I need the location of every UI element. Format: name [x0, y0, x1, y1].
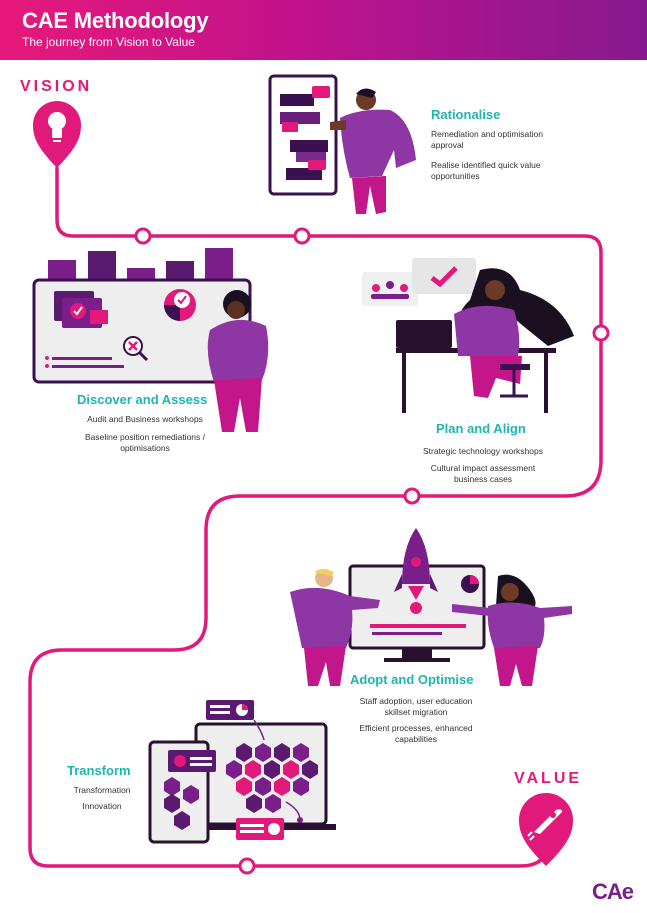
stage-title-adopt: Adopt and Optimise	[350, 672, 474, 687]
stage-title-discover: Discover and Assess	[77, 392, 208, 407]
stage-text-rationalise-1: Remediation and optimisation approval	[431, 129, 543, 150]
adopt-illustration	[290, 528, 572, 686]
stage-title-plan: Plan and Align	[436, 421, 526, 436]
journey-path	[28, 166, 603, 868]
path-node	[592, 324, 610, 342]
discover-illustration	[32, 248, 269, 432]
page-title: CAE Methodology	[22, 8, 209, 33]
plan-illustration	[362, 258, 574, 413]
stage-text-plan-2: Cultural impact assessment business case…	[430, 463, 536, 484]
stage-text-transform-2: Innovation	[82, 801, 122, 811]
transform-illustration	[148, 700, 336, 844]
stage-text-adopt-2: Efficient processes, enhanced capabiliti…	[359, 723, 473, 744]
rocket-icon	[519, 793, 573, 866]
rationalise-illustration	[268, 74, 416, 214]
stage-text-adopt-1: Staff adoption, user education skillset …	[359, 696, 473, 717]
lightbulb-icon	[33, 101, 81, 168]
stage-text-rationalise-2: Realise identified quick value opportuni…	[431, 160, 541, 181]
stage-title-rationalise: Rationalise	[431, 107, 501, 122]
path-node	[238, 857, 256, 875]
stage-title-transform: Transform	[67, 763, 131, 778]
header-banner: CAE Methodology The journey from Vision …	[0, 0, 647, 60]
path-node	[403, 487, 421, 505]
value-label: VALUE	[514, 770, 583, 787]
stage-text-plan-1: Strategic technology workshops	[422, 446, 543, 456]
stage-text-transform-1: Transformation	[73, 785, 131, 795]
path-node	[293, 227, 311, 245]
vision-label: VISION	[20, 78, 93, 95]
page-subtitle: The journey from Vision to Value	[22, 35, 195, 49]
stage-text-discover-2: Baseline position remediations / optimis…	[84, 432, 205, 453]
path-node	[134, 227, 152, 245]
cae-logo: CAe	[591, 879, 634, 904]
stage-text-discover-1: Audit and Business workshops	[87, 414, 203, 424]
